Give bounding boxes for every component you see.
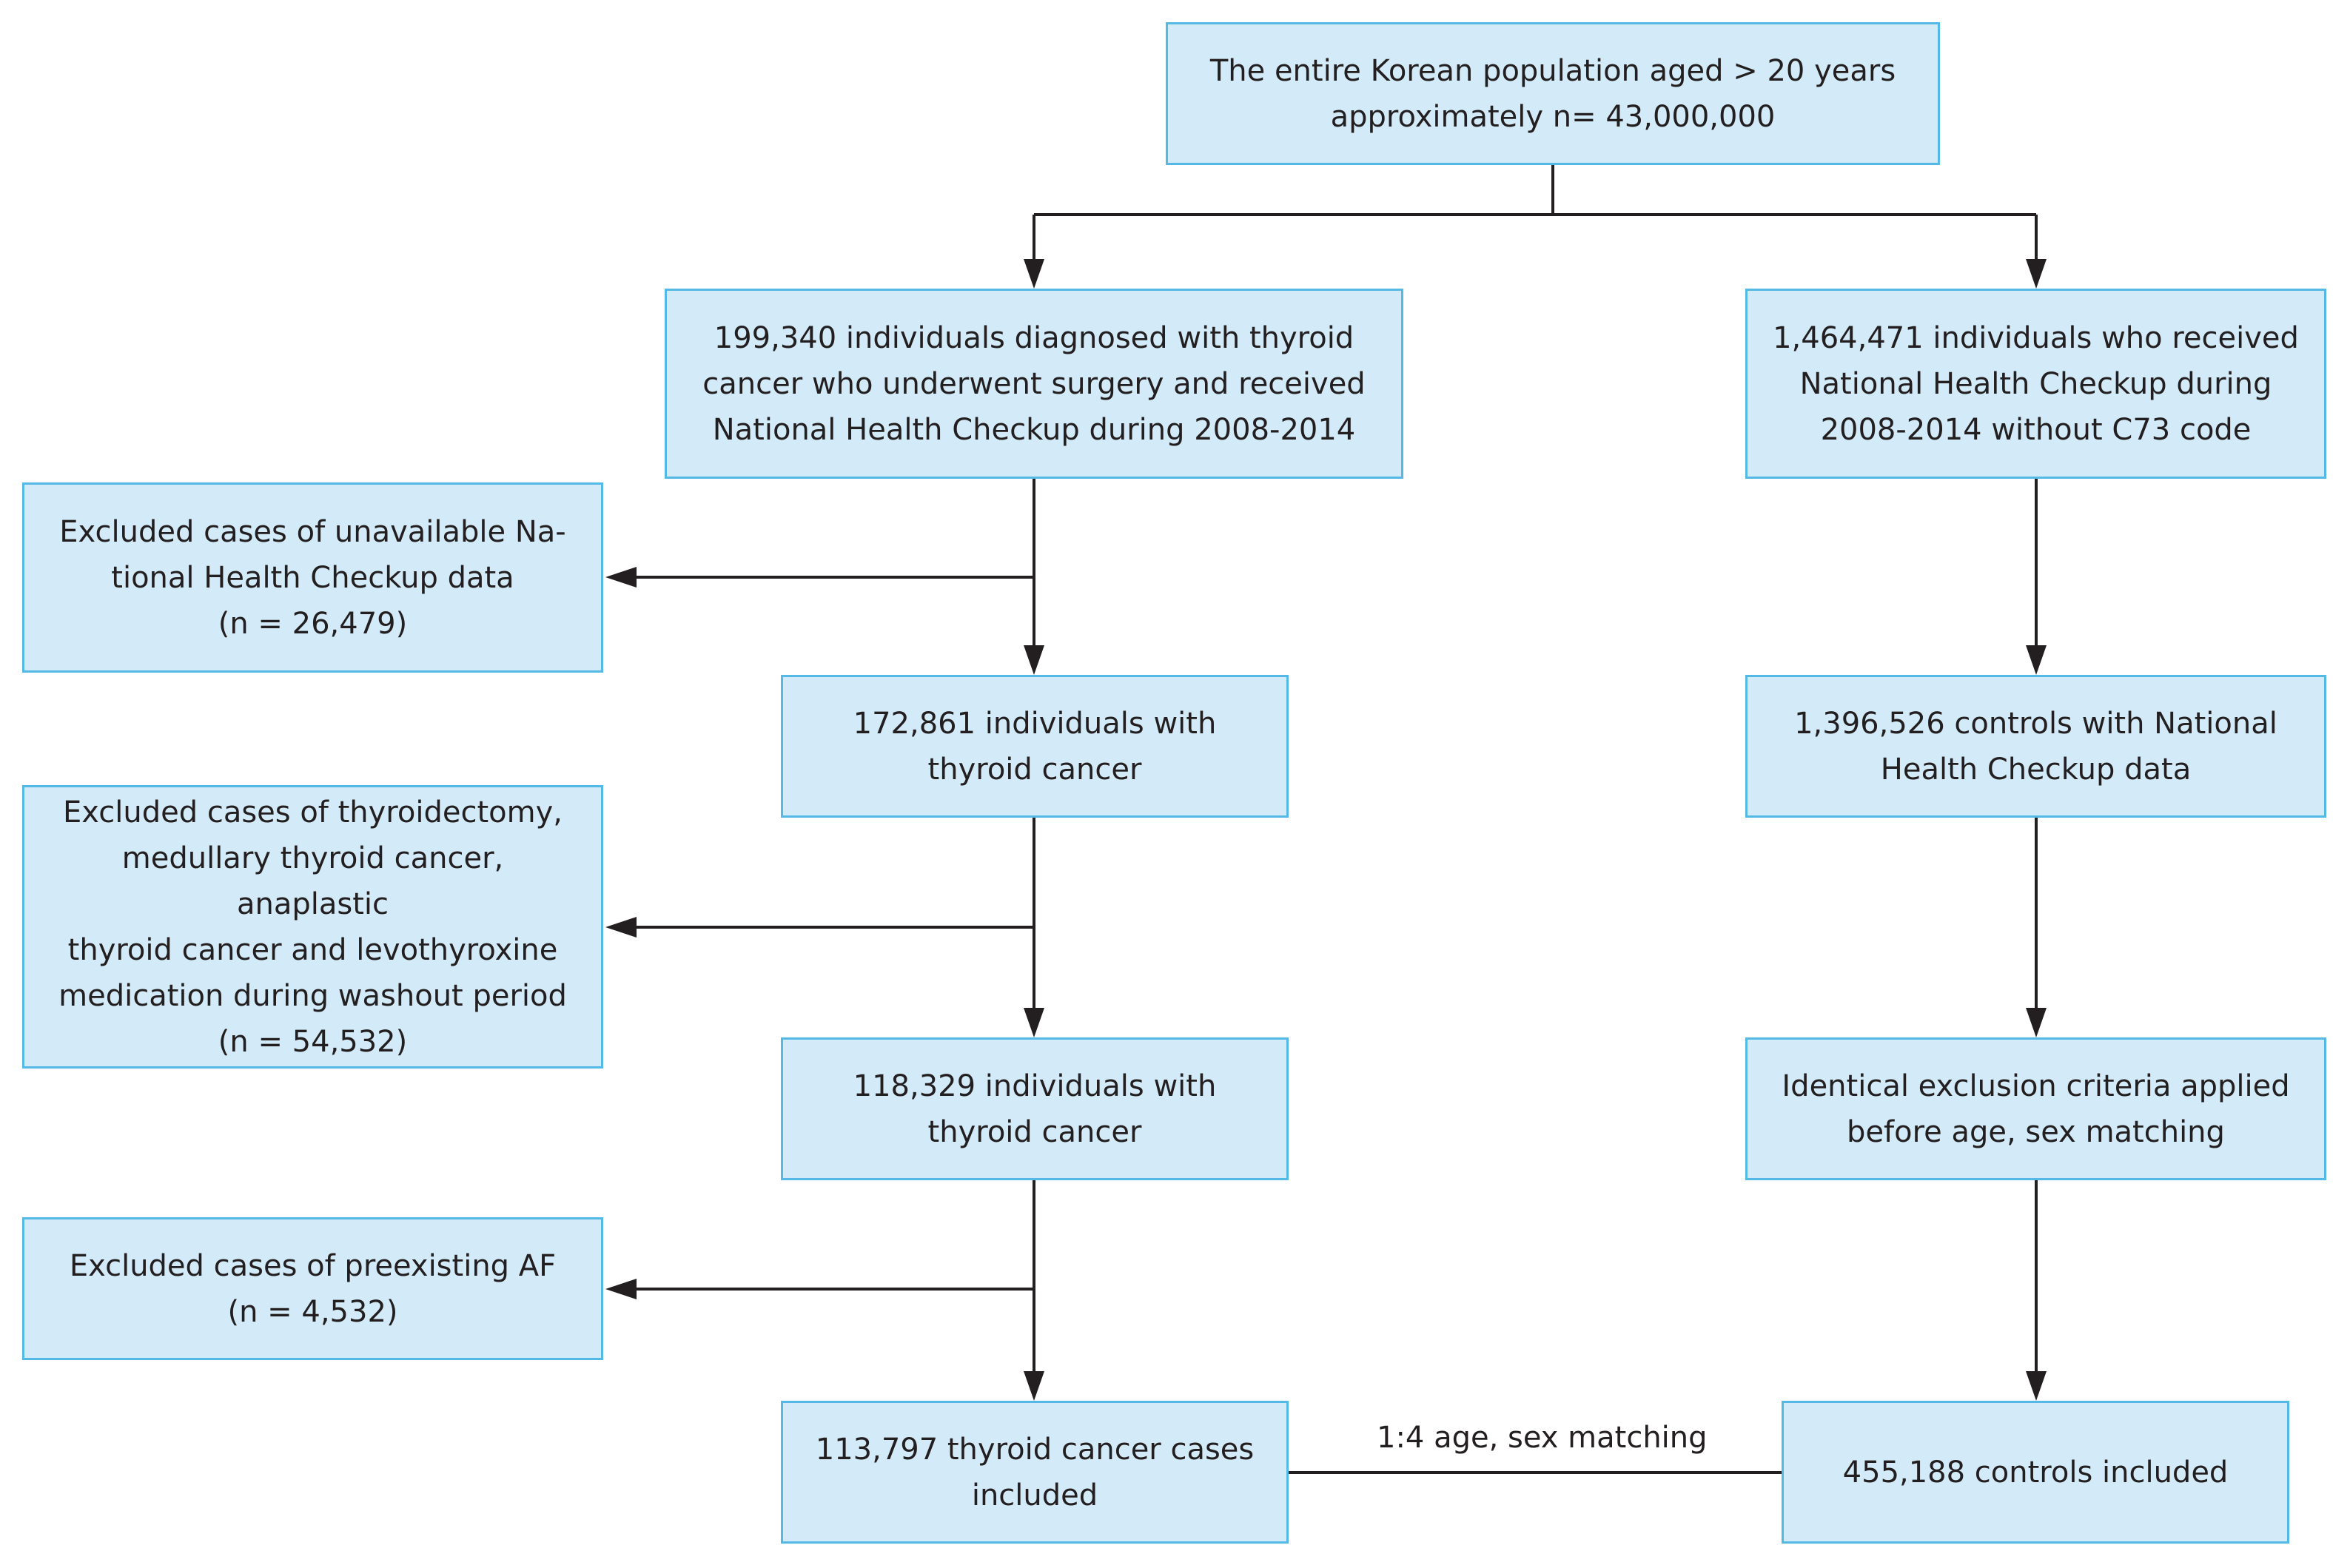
node-thyroid-cancer-118329: 118,329 individuals with thyroid cancer: [781, 1037, 1289, 1180]
node-controls-included-text: 455,188 controls included: [1842, 1455, 2229, 1490]
node-total-population: The entire Korean population aged > 20 y…: [1166, 22, 1940, 165]
arrowhead-control1: [2026, 259, 2047, 289]
node-total-population-text: The entire Korean population aged > 20 y…: [1209, 53, 1896, 134]
node-excluded-unavailable-data-text: Excluded cases of unavailable Na- tional…: [59, 514, 566, 641]
arrowhead-cancer3: [1024, 1008, 1044, 1037]
node-thyroid-cancer-diagnosed-text: 199,340 individuals diagnosed with thyro…: [702, 320, 1366, 447]
matching-label: 1:4 age, sex matching: [1377, 1421, 1708, 1455]
node-thyroid-cancer-included: 113,797 thyroid cancer cases included: [781, 1401, 1289, 1544]
arrowhead-control4: [2026, 1371, 2047, 1401]
node-controls-with-checkup: 1,396,526 controls with National Health …: [1745, 675, 2326, 818]
node-thyroid-cancer-diagnosed: 199,340 individuals diagnosed with thyro…: [665, 289, 1403, 479]
node-excluded-thyroidectomy: Excluded cases of thyroidectomy, medulla…: [22, 785, 603, 1069]
node-thyroid-cancer-118329-text: 118,329 individuals with thyroid cancer: [853, 1069, 1217, 1149]
arrowhead-excl2: [605, 917, 637, 938]
arrowhead-cancer2: [1024, 645, 1044, 675]
arrowhead-control3: [2026, 1008, 2047, 1037]
node-checkup-without-c73: 1,464,471 individuals who received Natio…: [1745, 289, 2326, 479]
node-excluded-preexisting-af-text: Excluded cases of preexisting AF (n = 4,…: [69, 1248, 557, 1329]
node-thyroid-cancer-172861-text: 172,861 individuals with thyroid cancer: [853, 706, 1217, 787]
node-identical-exclusion: Identical exclusion criteria applied bef…: [1745, 1037, 2326, 1180]
node-identical-exclusion-text: Identical exclusion criteria applied bef…: [1782, 1069, 2290, 1149]
node-excluded-thyroidectomy-text: Excluded cases of thyroidectomy, medulla…: [58, 795, 567, 1059]
node-controls-with-checkup-text: 1,396,526 controls with National Health …: [1794, 706, 2277, 787]
node-excluded-unavailable-data: Excluded cases of unavailable Na- tional…: [22, 482, 603, 673]
node-controls-included: 455,188 controls included: [1782, 1401, 2289, 1544]
arrowhead-cancer4: [1024, 1371, 1044, 1401]
node-checkup-without-c73-text: 1,464,471 individuals who received Natio…: [1773, 320, 2299, 447]
node-thyroid-cancer-included-text: 113,797 thyroid cancer cases included: [815, 1432, 1255, 1513]
node-excluded-preexisting-af: Excluded cases of preexisting AF (n = 4,…: [22, 1217, 603, 1360]
arrowhead-excl1: [605, 567, 637, 588]
arrowhead-excl3: [605, 1279, 637, 1299]
node-thyroid-cancer-172861: 172,861 individuals with thyroid cancer: [781, 675, 1289, 818]
arrowhead-cancer1: [1024, 259, 1044, 289]
arrowhead-control2: [2026, 645, 2047, 675]
